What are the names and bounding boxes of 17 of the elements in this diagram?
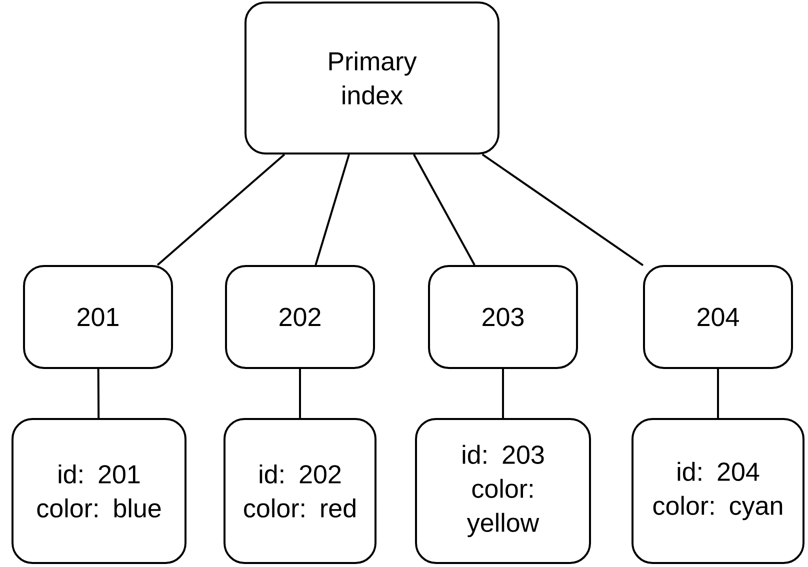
box: 204 (643, 264, 793, 369)
box: 201 (23, 264, 173, 369)
connector-line (502, 368, 504, 418)
connector-line (97, 368, 100, 418)
connector-line (314, 154, 350, 266)
connector-line (413, 154, 476, 266)
connector-line (299, 368, 301, 418)
connector-line (482, 154, 644, 266)
connector-line (717, 368, 719, 418)
box: id: 204 color: cyan (632, 418, 804, 564)
box: 203 (428, 264, 578, 369)
box: 202 (225, 264, 375, 369)
box: id: 202 color: red (224, 418, 376, 564)
box: id: 201 color: blue (12, 418, 186, 564)
box: Primary index (244, 2, 500, 154)
box: id: 203 color: yellow (415, 418, 591, 564)
connector-line (156, 154, 286, 266)
